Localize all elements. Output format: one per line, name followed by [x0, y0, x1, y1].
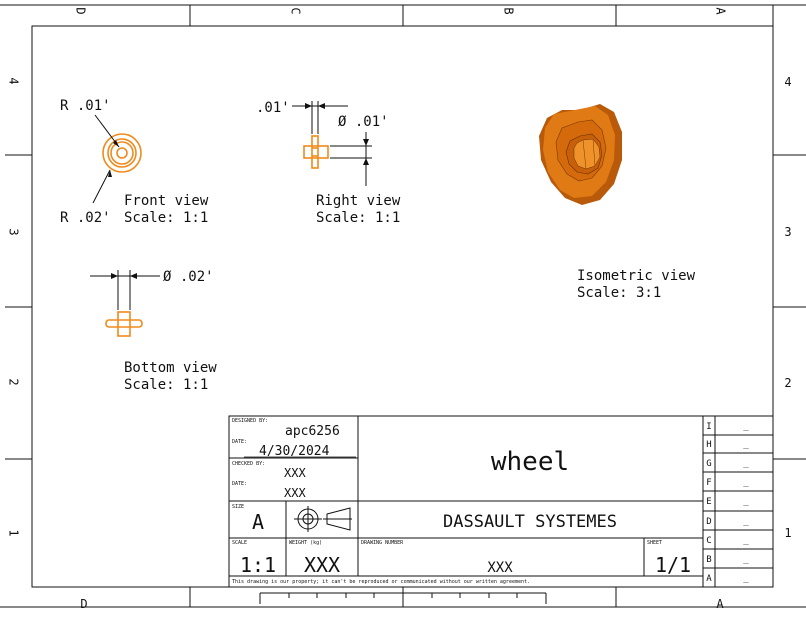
zone-label-top: B [502, 7, 516, 14]
right-width-label: .01' [256, 100, 290, 116]
revision-value: _ [743, 422, 749, 432]
zone-label-bottom: A [716, 597, 724, 611]
zone-label-right: 1 [784, 526, 791, 540]
drawing-number-value: XXX [487, 560, 513, 576]
disclaimer: This drawing is our property; it can't b… [232, 579, 530, 585]
revision-value: _ [743, 574, 749, 584]
title-block: DESIGNED BY: apc6256 DATE: 4/30/2024 CHE… [228, 415, 774, 588]
front-view-title: Front view [124, 193, 209, 209]
bottom-diameter-label: Ø .02' [163, 269, 214, 285]
right-arrow-left [305, 103, 312, 109]
front-inner-arrow [113, 140, 119, 147]
bottom-view[interactable]: Ø .02' Bottom view Scale: 1:1 [90, 269, 217, 393]
company-name: DASSAULT SYSTEMES [443, 512, 617, 532]
weight-label: WEIGHT (kg) [289, 540, 322, 546]
revision-value: _ [743, 555, 749, 565]
scale-label: SCALE [232, 540, 247, 546]
zone-label-bottom: D [80, 597, 87, 611]
size-label: SIZE [232, 504, 244, 510]
isometric-view-title: Isometric view [577, 268, 696, 284]
zone-label-right: 3 [784, 225, 791, 239]
isometric-view-scale: Scale: 3:1 [577, 285, 661, 301]
size-value: A [252, 510, 264, 534]
checked-by-label: CHECKED BY: [232, 461, 265, 467]
revision-letter: G [706, 459, 711, 469]
zone-label-top: A [714, 7, 728, 15]
zone-label-left: 4 [7, 77, 21, 84]
date-value: 4/30/2024 [259, 444, 330, 459]
bottom-arrow-right [130, 273, 137, 279]
revision-letter: A [706, 574, 712, 584]
revision-letter: D [706, 517, 711, 527]
part-name: wheel [491, 447, 569, 477]
scale-value: 1:1 [240, 553, 276, 577]
zone-label-left: 1 [7, 529, 21, 536]
zone-label-left: 2 [7, 378, 21, 385]
front-inner-radius-label: R .01' [60, 98, 111, 114]
front-view-scale: Scale: 1:1 [124, 210, 208, 226]
front-outer-leader [92, 169, 111, 204]
sheet-label: SHEET [647, 540, 662, 546]
bottom-view-scale: Scale: 1:1 [124, 377, 208, 393]
revision-table-lines [703, 434, 773, 569]
isometric-wheel [539, 104, 622, 205]
revision-value: _ [743, 517, 749, 527]
right-arrow-right [318, 103, 325, 109]
revision-value: _ [743, 459, 749, 469]
zone-label-right: 2 [784, 376, 791, 390]
zone-label-left: 3 [7, 228, 21, 235]
right-view-part [303, 135, 329, 169]
revision-letter: B [706, 555, 711, 565]
bottom-view-part [105, 311, 143, 337]
designed-by-label: DESIGNED BY: [232, 418, 268, 424]
revision-letter: F [706, 478, 711, 488]
date2-value: XXX [284, 486, 306, 500]
revision-value: _ [743, 440, 749, 450]
revision-value: _ [743, 478, 749, 488]
weight-value: XXX [304, 553, 340, 577]
zone-label-top: D [74, 7, 88, 14]
sheet-value: 1/1 [655, 553, 691, 577]
projection-symbol [294, 506, 352, 532]
revision-letter: E [706, 497, 711, 507]
zone-label-right: 4 [784, 75, 791, 89]
right-arrow-bottom [363, 158, 369, 165]
right-view[interactable]: .01' Ø .01' Right view Scale: 1:1 [256, 100, 401, 226]
revision-letter: H [706, 440, 711, 450]
bottom-dimension-lines [90, 270, 160, 310]
drawing-border [31, 25, 774, 588]
bottom-arrow-left [111, 273, 118, 279]
front-view-part [102, 133, 142, 173]
revision-letter: I [706, 422, 711, 432]
right-arrow-top [363, 139, 369, 146]
revision-value: _ [743, 536, 749, 546]
right-view-scale: Scale: 1:1 [316, 210, 400, 226]
right-diameter-label: Ø .01' [338, 114, 389, 130]
date2-label: DATE: [232, 481, 247, 487]
date-label: DATE: [232, 439, 247, 445]
isometric-view[interactable]: Isometric view Scale: 3:1 [539, 104, 696, 301]
revision-letter: C [706, 536, 711, 546]
checked-by-value: XXX [284, 466, 306, 480]
front-outer-arrow [108, 170, 112, 177]
bottom-view-title: Bottom view [124, 360, 217, 376]
drawing-number-label: DRAWING NUMBER [361, 540, 404, 546]
front-view[interactable]: R .01' R .02' Front view Scale: 1:1 [60, 98, 209, 226]
right-view-title: Right view [316, 193, 401, 209]
sheet-frame [0, 4, 806, 608]
front-outer-radius-label: R .02' [60, 210, 111, 226]
designed-by-value: apc6256 [285, 424, 340, 439]
revision-value: _ [743, 497, 749, 507]
zone-label-top: C [289, 7, 303, 14]
